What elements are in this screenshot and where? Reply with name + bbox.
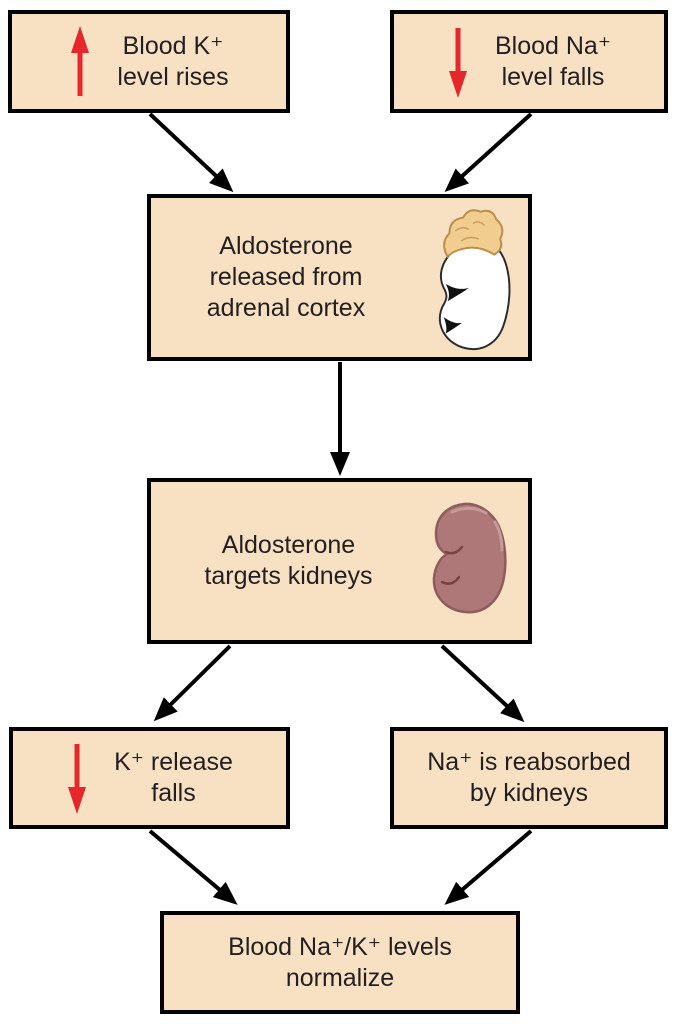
adrenal-gland-illustration — [438, 208, 511, 350]
decrease-arrow-icon — [68, 744, 87, 814]
arrow-kidneys-to-k-release — [153, 644, 232, 722]
box-text-line: Blood Na⁺/K⁺ levels — [228, 932, 452, 961]
arrow-na-falls-to-aldosterone — [444, 112, 533, 193]
box-text-line: Blood K⁺ — [122, 31, 224, 60]
box-na-reabsorbed: Na⁺ is reabsorbed by kidneys — [390, 727, 668, 829]
box-text: K⁺ release falls — [114, 747, 233, 809]
box-text-line: Aldosterone — [221, 531, 356, 559]
box-text: Blood K⁺ level rises — [117, 31, 228, 93]
box-text: Blood Na⁺ level falls — [495, 31, 611, 93]
box-aldosterone-targets: Aldosterone targets kidneys — [147, 478, 532, 644]
box-text: Aldosterone released from adrenal cortex — [151, 231, 421, 324]
arrow-na-reabsorbed-to-normalize — [444, 829, 533, 905]
increase-arrow-icon — [71, 25, 90, 96]
arrow-k-release-to-normalize — [148, 829, 238, 905]
box-text-line: targets kidneys — [204, 562, 373, 590]
box-text-line: Blood Na⁺ — [494, 31, 612, 60]
box-text: Aldosterone targets kidneys — [151, 530, 426, 592]
box-text-line: adrenal cortex — [206, 294, 366, 322]
box-k-release-falls: K⁺ release falls — [9, 727, 290, 829]
box-text-line: level rises — [117, 62, 229, 91]
box-text-line: normalize — [285, 963, 395, 992]
box-text: Na⁺ is reabsorbed by kidneys — [427, 747, 631, 809]
box-levels-normalize: Blood Na⁺/K⁺ levels normalize — [160, 911, 520, 1014]
box-blood-na-falls: Blood Na⁺ level falls — [390, 10, 668, 113]
box-text-line: released from — [209, 263, 363, 291]
box-text-line: Aldosterone — [219, 232, 353, 260]
box-text-line: K⁺ release — [114, 748, 233, 776]
decrease-arrow-icon — [448, 27, 467, 98]
arrow-kidneys-to-na-reabsorbed — [440, 644, 525, 723]
box-text: Blood Na⁺/K⁺ levels normalize — [228, 932, 452, 994]
box-text-line: Na⁺ is reabsorbed — [427, 748, 631, 776]
box-text-line: by kidneys — [469, 779, 589, 807]
box-text-line: falls — [151, 779, 196, 807]
box-blood-k-rises: Blood K⁺ level rises — [8, 10, 290, 113]
box-text-line: level falls — [501, 62, 605, 91]
arrow-k-rises-to-aldosterone — [148, 112, 234, 193]
kidney-illustration — [432, 502, 507, 614]
box-aldosterone-released: Aldosterone released from adrenal cortex — [147, 194, 532, 361]
